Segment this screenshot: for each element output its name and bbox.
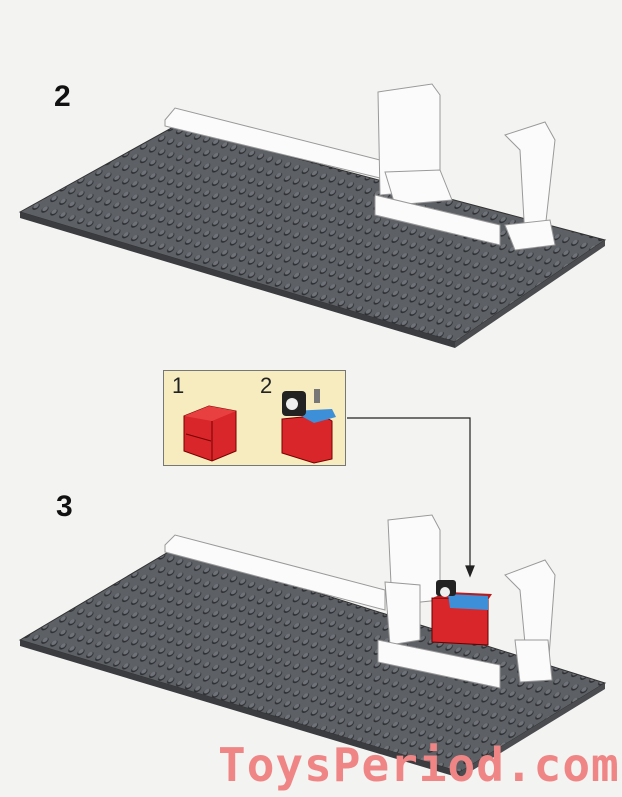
callout-step-1: 1	[172, 373, 185, 398]
red-drawer-with-phone	[281, 389, 336, 464]
callout-parts	[183, 389, 336, 464]
step-number-2: 2	[54, 80, 71, 113]
callout-step-2: 2	[260, 373, 273, 398]
arrow-connector	[347, 417, 475, 578]
step-number-3: 3	[56, 490, 73, 523]
watermark: ToysPeriod.com	[218, 738, 620, 792]
desk-with-phone	[431, 580, 492, 646]
baseplate-step-3	[18, 547, 607, 778]
white-bricks-step-2	[164, 83, 556, 251]
baseplate-step-2	[18, 125, 607, 348]
red-drawer-brick	[183, 405, 237, 462]
sub-assembly-callout: 1 2	[163, 370, 346, 466]
white-bricks-step-3	[164, 514, 556, 689]
